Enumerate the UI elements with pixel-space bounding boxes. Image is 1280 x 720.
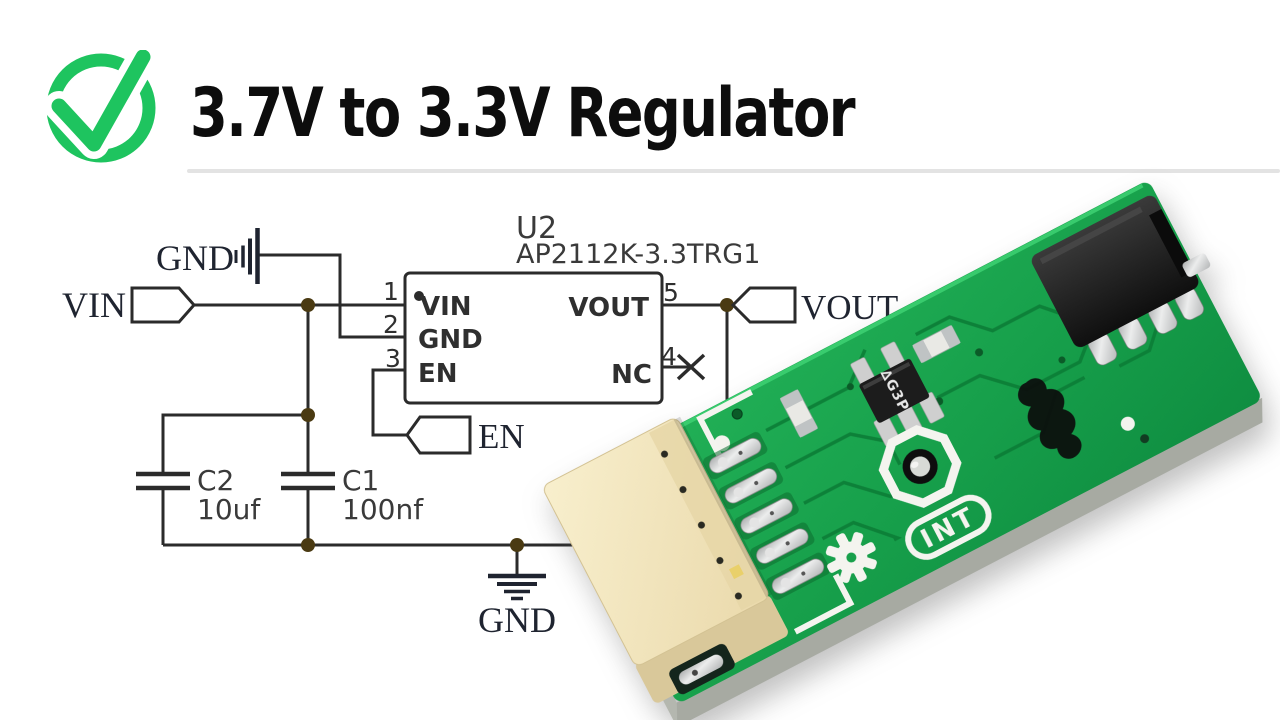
ic-part-number: AP2112K-3.3TRG1 xyxy=(516,239,760,270)
vin-net-flag xyxy=(130,286,197,324)
junction-dots xyxy=(301,298,734,552)
pcb-board-graphic: ∆G3P INT xyxy=(543,182,1263,720)
ground-symbol xyxy=(488,573,546,601)
cap-c2-value: 10uf xyxy=(197,493,261,526)
pin-number-4: 4 xyxy=(661,342,677,371)
vout-net-flag xyxy=(730,286,797,324)
smd-capacitor xyxy=(779,389,818,438)
silkscreen-bracket-bottom xyxy=(793,573,855,635)
solder-pin xyxy=(703,431,768,480)
ic-pin-name-en: EN xyxy=(418,359,458,389)
pin-number-1: 1 xyxy=(383,277,399,306)
pin-number-3: 3 xyxy=(385,344,401,373)
board-side-edge xyxy=(676,397,1263,720)
ic-ref: U2 xyxy=(516,211,557,246)
jst-edge-shade xyxy=(648,419,768,611)
pin-number-5: 5 xyxy=(663,278,679,307)
gnd-top-label: GND xyxy=(156,238,234,278)
mounting-tab xyxy=(669,643,735,695)
jst-fleck xyxy=(729,564,744,580)
vin-label: VIN xyxy=(62,285,126,325)
en-label: EN xyxy=(478,417,525,456)
ic-pin-name-gnd: GND xyxy=(418,325,483,355)
via-hole xyxy=(1058,356,1066,364)
check-mark xyxy=(51,50,151,152)
smd-regulator-chip: ∆G3P xyxy=(850,341,945,447)
jst-top-face xyxy=(543,418,769,666)
ic-pin-name-nc: NC xyxy=(611,360,652,390)
ic-pin-name-vin: VIN xyxy=(420,292,472,322)
pin-number-2: 2 xyxy=(383,310,399,339)
ic-body xyxy=(403,271,664,405)
capacitor-plates xyxy=(136,471,335,491)
silkscreen-bracket-top xyxy=(696,389,753,457)
pcb-photo: ∆G3P INT xyxy=(543,180,1263,720)
logo-mark xyxy=(1018,378,1082,459)
page-title: 3.7V to 3.3V Regulator xyxy=(190,74,856,153)
hole-octagon-silkscreen xyxy=(878,425,962,508)
cap-c2-ref: C2 xyxy=(197,464,234,497)
solder-pin xyxy=(718,462,784,510)
pin1-marker-dot xyxy=(414,291,424,301)
int-silkscreen-label: INT xyxy=(905,494,992,560)
ic-pin-name-vout: VOUT xyxy=(568,293,649,323)
solder-pins xyxy=(703,431,831,600)
mounting-hole xyxy=(878,425,962,508)
via-hole xyxy=(1140,434,1150,444)
en-net-flag xyxy=(405,415,472,455)
cap-c1-value: 100nf xyxy=(342,493,424,526)
via-hole xyxy=(846,383,854,391)
smd-capacitor xyxy=(912,325,961,364)
jst-pin-holes xyxy=(661,450,742,600)
solder-pin xyxy=(734,492,799,540)
check-circle-icon xyxy=(44,50,158,163)
gnd-power-symbol xyxy=(234,228,260,284)
black-connector xyxy=(1031,195,1211,366)
via-hole xyxy=(731,408,743,420)
title-divider xyxy=(187,169,1280,173)
no-connect-x-icon xyxy=(676,353,706,381)
cap-c1-ref: C1 xyxy=(342,464,379,497)
solder-pin xyxy=(765,552,831,600)
gear-icon xyxy=(825,531,877,584)
via-white-dot xyxy=(1120,416,1135,431)
schematic-wires xyxy=(161,253,729,576)
circuit-schematic: VIN EN VOUT GND GND U2 AP2112K-3.3TRG1 V… xyxy=(62,211,898,640)
solder-pin xyxy=(750,522,815,570)
gnd-bottom-label: GND xyxy=(478,600,556,640)
jst-shadow xyxy=(673,416,773,598)
via-hole xyxy=(975,348,984,357)
